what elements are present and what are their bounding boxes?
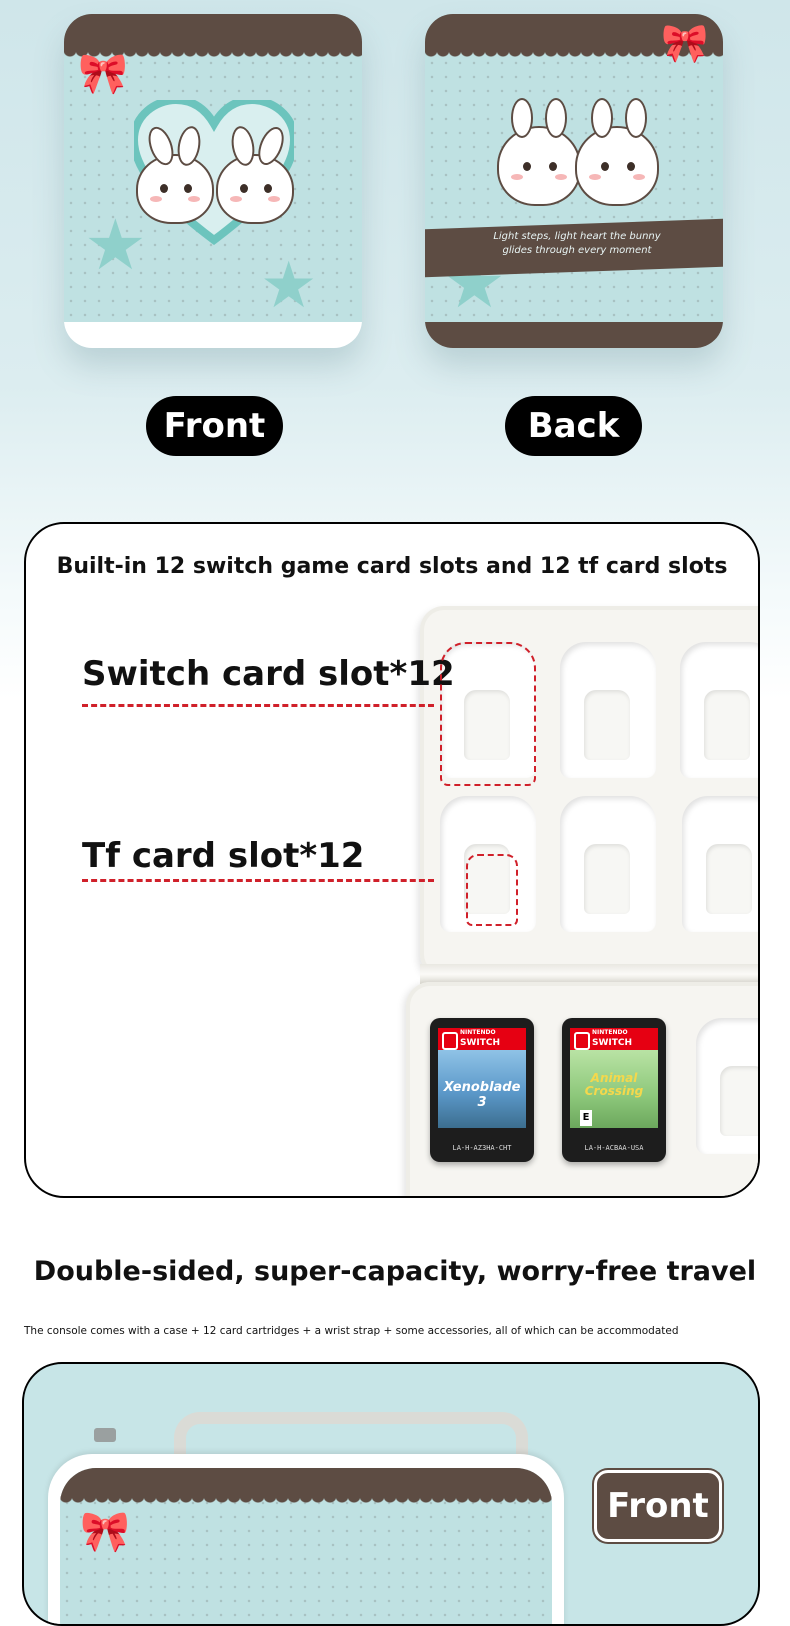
lace-trim-top: [425, 14, 723, 60]
esrb-rating: E: [580, 1110, 592, 1126]
front-label: Front: [146, 396, 283, 456]
lace-trim-bottom: [64, 322, 362, 348]
cartridge-artwork: Animal Crossing E: [570, 1050, 658, 1128]
slots-panel: Built-in 12 switch game card slots and 1…: [24, 522, 760, 1198]
tf-slot-callout: Tf card slot*12: [82, 836, 365, 876]
bag-handle: [174, 1412, 528, 1464]
case-front-image: ★ ★ 🎀: [64, 14, 362, 348]
capacity-subline: The console comes with a case + 12 card …: [24, 1325, 679, 1337]
switch-logo-icon: [442, 1032, 458, 1050]
bunny-right: [575, 98, 659, 206]
bow-icon: 🎀: [661, 21, 709, 65]
cartridge-code: LA-H-ACBAA-USA: [584, 1144, 644, 1152]
tf-slot-leader: [82, 879, 434, 882]
game-cartridge: NINTENDO SWITCH Animal Crossing E LA-H-A…: [562, 1018, 666, 1162]
lace-trim-bottom: [425, 322, 723, 348]
lace-trim-top: [60, 1468, 552, 1506]
bag-print: 🎀: [60, 1468, 552, 1624]
case-back-image: 🎀 ★ Light steps, light heart the bunny g…: [425, 14, 723, 348]
star-icon: ★: [84, 204, 147, 286]
switch-slot-callout: Switch card slot*12: [82, 654, 455, 694]
carry-bag-image: 🎀: [48, 1454, 564, 1624]
tray-hinge: [420, 964, 758, 984]
switch-slot-leader: [82, 704, 434, 707]
tf-slot-highlight: [466, 854, 518, 926]
bunny-left: [136, 123, 214, 224]
lace-trim-top: [64, 14, 362, 60]
capacity-headline: Double-sided, super-capacity, worry-free…: [33, 1256, 757, 1287]
switch-card-slot: [560, 796, 656, 932]
bow-icon: 🎀: [80, 1509, 130, 1555]
cartridge-artwork: Xenoblade 3: [438, 1050, 526, 1128]
bag-panel: 🎀 Front: [22, 1362, 760, 1626]
switch-slot-highlight: [440, 642, 536, 786]
slots-title: Built-in 12 switch game card slots and 1…: [56, 554, 728, 579]
cartridge-code: LA-H-AZ3HA-CHT: [452, 1144, 512, 1152]
switch-card-slot: [440, 796, 536, 932]
back-label: Back: [505, 396, 642, 456]
game-cartridge: NINTENDO SWITCH Xenoblade 3 LA-H-AZ3HA-C…: [430, 1018, 534, 1162]
front-tag: Front: [594, 1470, 722, 1542]
switch-card-slot: [560, 642, 656, 778]
switch-logo-icon: [574, 1032, 590, 1050]
switch-card-slot: [682, 796, 758, 932]
switch-card-slot: [680, 642, 758, 778]
cartridge-label-bar: NINTENDO SWITCH: [438, 1028, 526, 1050]
bunny-left: [497, 98, 581, 206]
bow-icon: 🎀: [78, 51, 128, 97]
cartridge-label-bar: NINTENDO SWITCH: [570, 1028, 658, 1050]
banner-text: Light steps, light heart the bunny glide…: [493, 231, 661, 256]
switch-card-slot: [696, 1018, 758, 1154]
bunny-right: [216, 123, 294, 224]
star-icon: ★: [260, 249, 318, 323]
zipper-pull: [94, 1428, 116, 1442]
